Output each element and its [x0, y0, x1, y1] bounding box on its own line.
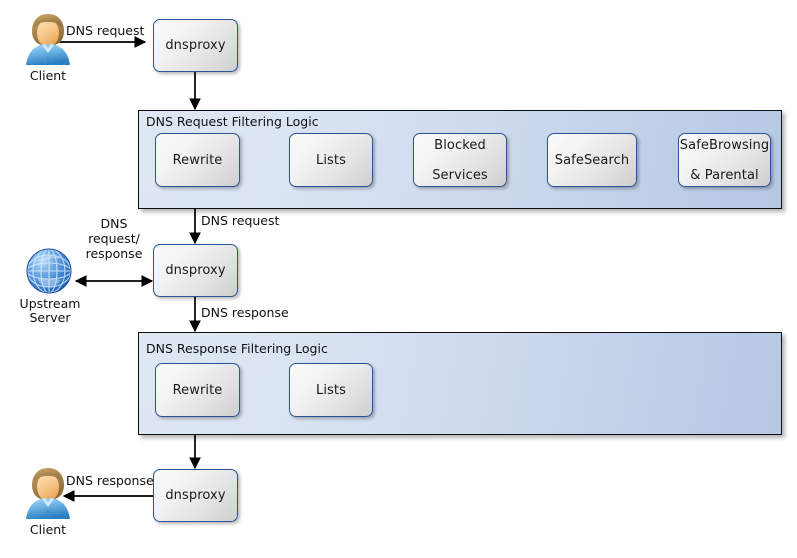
caption-line2: Server [29, 310, 71, 325]
edge-label-proxy-to-response-panel: DNS response [201, 305, 289, 320]
stage-label: SafeSearch [554, 152, 630, 168]
stage-label: Rewrite [172, 152, 223, 168]
dnsproxy-top[interactable]: dnsproxy [153, 19, 238, 72]
globe-icon [26, 248, 72, 294]
stage-lists-response[interactable]: Lists [289, 363, 373, 417]
edge-label-upstream-exchange: DNS request/ response [72, 216, 156, 261]
edge-label-line1: DNS [100, 216, 128, 231]
edge-label-line3: response [85, 246, 143, 261]
stage-label-line2: & Parental [690, 167, 759, 183]
user-icon [26, 14, 70, 65]
stage-rewrite-response[interactable]: Rewrite [155, 363, 240, 417]
stage-label: Lists [316, 152, 346, 168]
stage-rewrite-request[interactable]: Rewrite [155, 133, 240, 187]
stage-blocked-services-request[interactable]: Blocked Services [413, 133, 507, 187]
dnsproxy-label: dnsproxy [165, 488, 226, 503]
panel-request-filtering-title: DNS Request Filtering Logic [146, 114, 319, 129]
actor-upstream-server-caption: Upstream Server [4, 297, 96, 325]
panel-response-filtering [138, 332, 782, 435]
stage-label-line1: SafeBrowsing [679, 137, 770, 153]
dnsproxy-middle[interactable]: dnsproxy [153, 244, 238, 297]
stage-safebrowsing-parental-request[interactable]: SafeBrowsing & Parental [678, 133, 771, 187]
edge-label-line2: request/ [88, 231, 140, 246]
stage-label: Lists [316, 382, 346, 398]
stage-label: Blocked Services [426, 138, 494, 183]
actor-upstream-server [24, 246, 74, 296]
stage-label: SafeBrowsing & Parental [674, 138, 775, 183]
stage-lists-request[interactable]: Lists [289, 133, 373, 187]
edge-label-client-to-proxy: DNS request [66, 23, 145, 38]
stage-label-line1: Blocked [434, 137, 486, 153]
edge-label-proxy-to-request-panel: DNS request [201, 213, 280, 228]
stage-safesearch-request[interactable]: SafeSearch [547, 133, 637, 187]
actor-client-top-caption: Client [29, 68, 67, 83]
actor-client-bottom [22, 467, 74, 521]
edge-label-proxy-to-client: DNS response [66, 473, 154, 488]
caption-line1: Upstream [19, 296, 81, 311]
actor-client-top [22, 13, 74, 67]
actor-client-bottom-caption: Client [29, 522, 67, 537]
stage-label-line2: Services [432, 167, 488, 183]
dnsproxy-label: dnsproxy [165, 38, 226, 53]
dnsproxy-label: dnsproxy [165, 263, 226, 278]
panel-response-filtering-title: DNS Response Filtering Logic [146, 341, 328, 356]
user-icon [26, 468, 70, 519]
stage-label: Rewrite [172, 382, 223, 398]
dnsproxy-bottom[interactable]: dnsproxy [153, 469, 238, 522]
